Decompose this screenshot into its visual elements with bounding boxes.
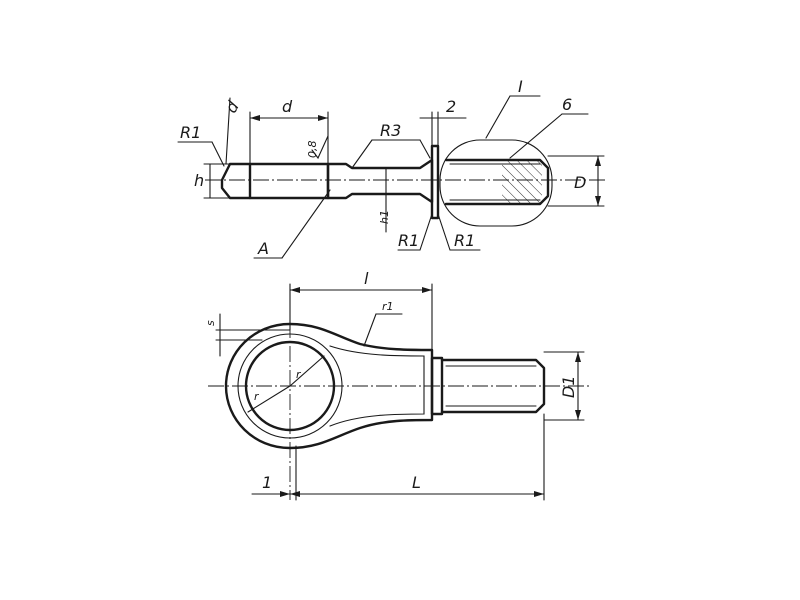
dim-L-arrow-left: [290, 491, 300, 497]
roughness-check: [311, 135, 329, 160]
label-d-diag: d: [221, 97, 243, 116]
bottom-plan-view: r r l r1 s D1 L: [204, 269, 590, 501]
r1-leader: [363, 313, 377, 347]
label-roughness: 0,8: [306, 141, 319, 159]
label-d: d: [282, 97, 293, 116]
diag-d-leader: [225, 97, 231, 165]
r1-bottom-b-leader: [437, 213, 451, 251]
label-l: l: [364, 269, 369, 288]
detail-I-leader: [485, 95, 511, 139]
r1-left-leader-2: [211, 141, 225, 167]
dim-d-arrow-left: [250, 115, 260, 121]
label-r1-bottom-a: R1: [398, 231, 419, 250]
dim-l-arrow-right: [422, 287, 432, 293]
label-A: A: [257, 239, 269, 258]
label-r1-bottom-b: R1: [454, 231, 475, 250]
label-D: D: [574, 173, 586, 192]
r3-leader-left: [351, 139, 373, 169]
label-h: h: [194, 171, 204, 190]
radius-r-line-1: [289, 355, 325, 387]
stud-base: [430, 356, 444, 416]
radius-r-line-2: [247, 385, 291, 413]
label-1: 1: [262, 473, 272, 492]
eye-rim: [237, 333, 343, 439]
thread-hatch: [502, 160, 542, 204]
label-r1-left: R1: [180, 123, 201, 142]
label-R3: R3: [380, 121, 401, 140]
dim-D1-arrow-top: [575, 352, 581, 362]
flange: [430, 144, 440, 220]
eye-hole: [244, 340, 336, 432]
eye-hole-region: [248, 162, 330, 200]
eye-outer-body: [224, 322, 434, 450]
neck-inner-line: [329, 345, 425, 427]
label-I: I: [518, 77, 523, 96]
dim-D1-arrow-bottom: [575, 410, 581, 420]
r3-leader-right: [419, 139, 431, 159]
label-A-leader: [281, 189, 331, 259]
detail-outline: [439, 139, 553, 227]
label-2: 2: [446, 97, 456, 116]
label-h1: h1: [378, 210, 391, 224]
label-r-a: r: [296, 368, 302, 381]
top-section-view: D h d d R1 0,8 R3 2: [177, 77, 608, 259]
label-6: 6: [562, 95, 572, 114]
r1-bottom-a-leader: [419, 213, 433, 251]
dim-D-arrow-top: [595, 156, 601, 166]
label-r-b: r: [254, 390, 260, 403]
label-s: s: [204, 320, 217, 326]
dim-L-arrow-right: [534, 491, 544, 497]
stud-thread: [440, 358, 546, 414]
label-r1: r1: [382, 300, 394, 313]
dim-1-arrow: [280, 491, 290, 497]
eye-section-hatched-left: [220, 162, 252, 200]
label-6-leader: [509, 113, 563, 159]
label-D1: D1: [559, 376, 578, 399]
label-L: L: [412, 473, 421, 492]
dim-d-arrow-right: [318, 115, 328, 121]
dim-D-arrow-bottom: [595, 196, 601, 206]
shank-section-hatched: [326, 158, 434, 204]
dim-l-arrow-left: [290, 287, 300, 293]
